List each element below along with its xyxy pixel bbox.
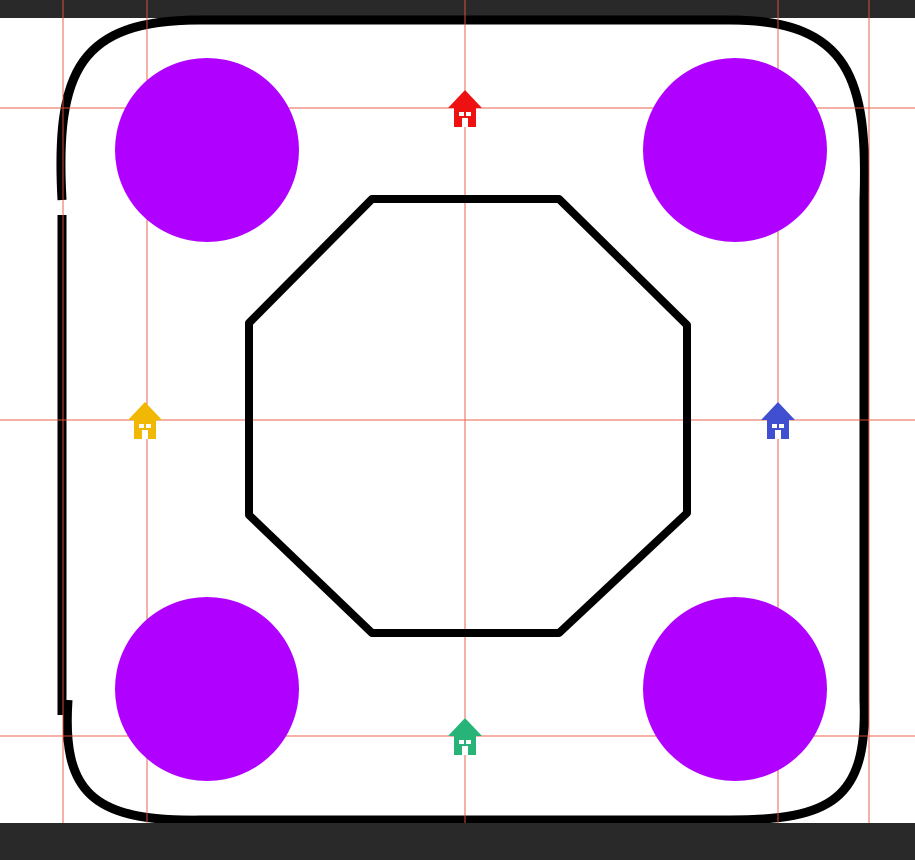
outer-track [56,15,869,825]
pad-bottom-right [643,597,827,781]
house-green-icon[interactable] [448,718,482,755]
house-blue-icon[interactable] [761,402,795,439]
pad-top-left [115,58,299,242]
pad-top-right [643,58,827,242]
house-red-icon[interactable] [448,90,482,127]
house-yellow-icon[interactable] [128,402,162,439]
bottom-frame-bar [0,823,915,860]
top-frame-bar [0,0,915,18]
pad-bottom-left [115,597,299,781]
octagon-obstacle [245,195,691,637]
